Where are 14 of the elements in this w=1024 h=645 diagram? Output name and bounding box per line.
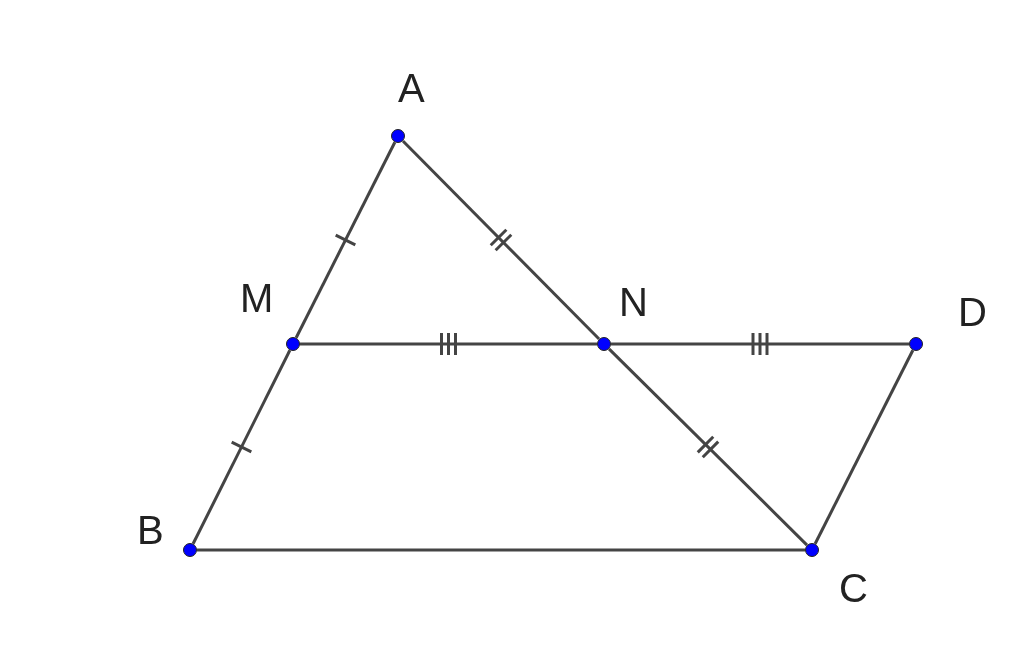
line-segment	[607, 347, 809, 547]
line-segment	[294, 141, 397, 339]
line-segment	[197, 548, 805, 552]
point-label: M	[240, 278, 274, 318]
line-segment	[401, 139, 601, 341]
line-segment	[191, 349, 292, 545]
line-segment	[300, 342, 597, 346]
point-label: A	[398, 68, 425, 108]
point-label: B	[137, 510, 164, 550]
point-label: D	[958, 292, 987, 332]
line-segment	[813, 349, 915, 545]
point-label: C	[839, 568, 868, 608]
point-label: N	[619, 282, 648, 322]
line-segment	[611, 342, 909, 346]
